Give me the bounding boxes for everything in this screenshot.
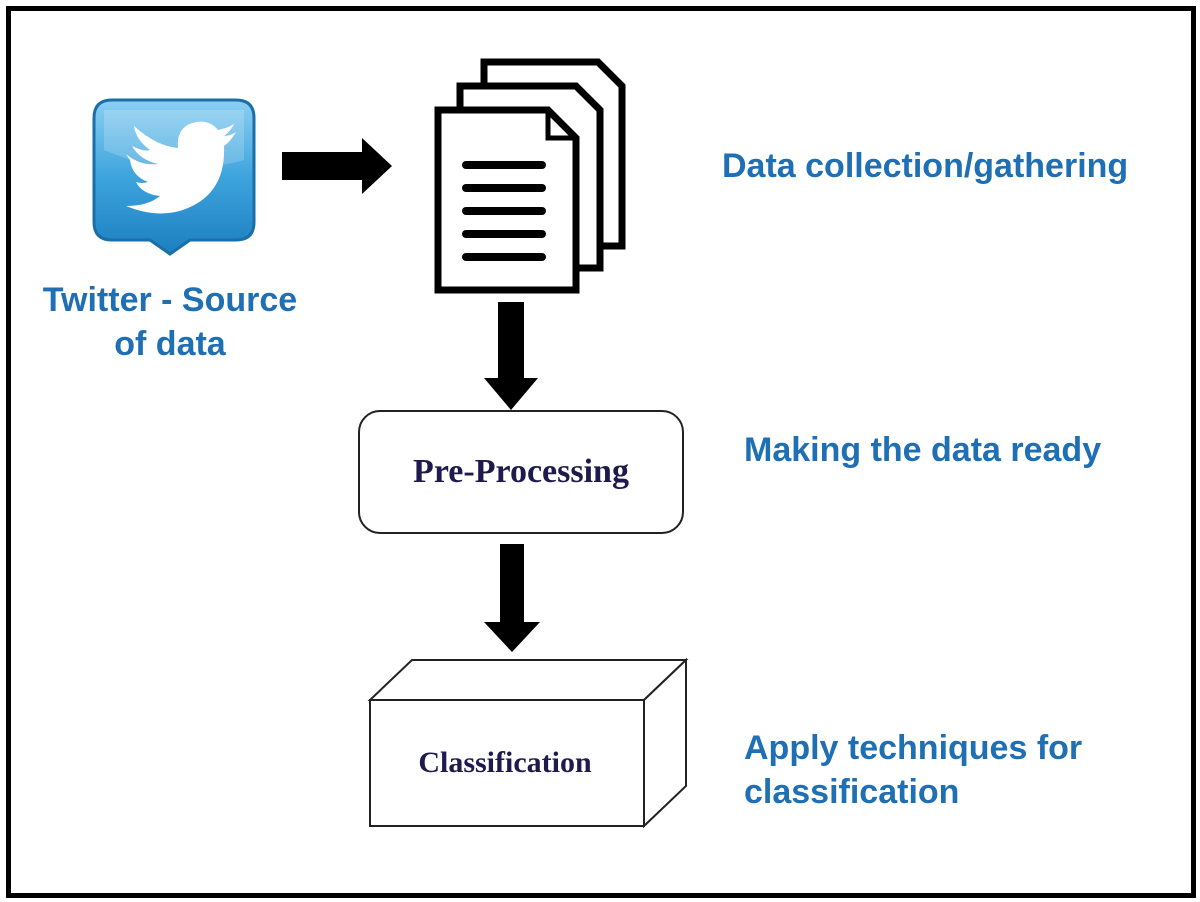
preprocessing-label: Pre-Processing: [413, 453, 629, 490]
preprocessing-box: Pre-Processing: [358, 410, 684, 534]
twitter-caption: Twitter - Source of data: [20, 278, 320, 366]
arrow-to-classification: [484, 544, 540, 652]
documents-stack-icon: [434, 58, 626, 294]
arrow-to-preprocessing: [484, 302, 538, 410]
classification-box: [367, 657, 689, 829]
twitter-caption-line1: Twitter - Source: [42, 281, 298, 319]
classification-caption: Apply techniques for classification: [744, 726, 1082, 814]
classification-caption-line2: classification: [744, 773, 960, 811]
preprocessing-caption: Making the data ready: [744, 431, 1102, 469]
twitter-caption-line2: of data: [114, 325, 226, 363]
classification-label: Classification: [418, 746, 592, 779]
twitter-bird-icon: [92, 98, 256, 256]
arrow-to-documents: [282, 138, 392, 194]
collection-caption: Data collection/gathering: [722, 147, 1129, 185]
classification-caption-line1: Apply techniques for: [744, 729, 1083, 767]
